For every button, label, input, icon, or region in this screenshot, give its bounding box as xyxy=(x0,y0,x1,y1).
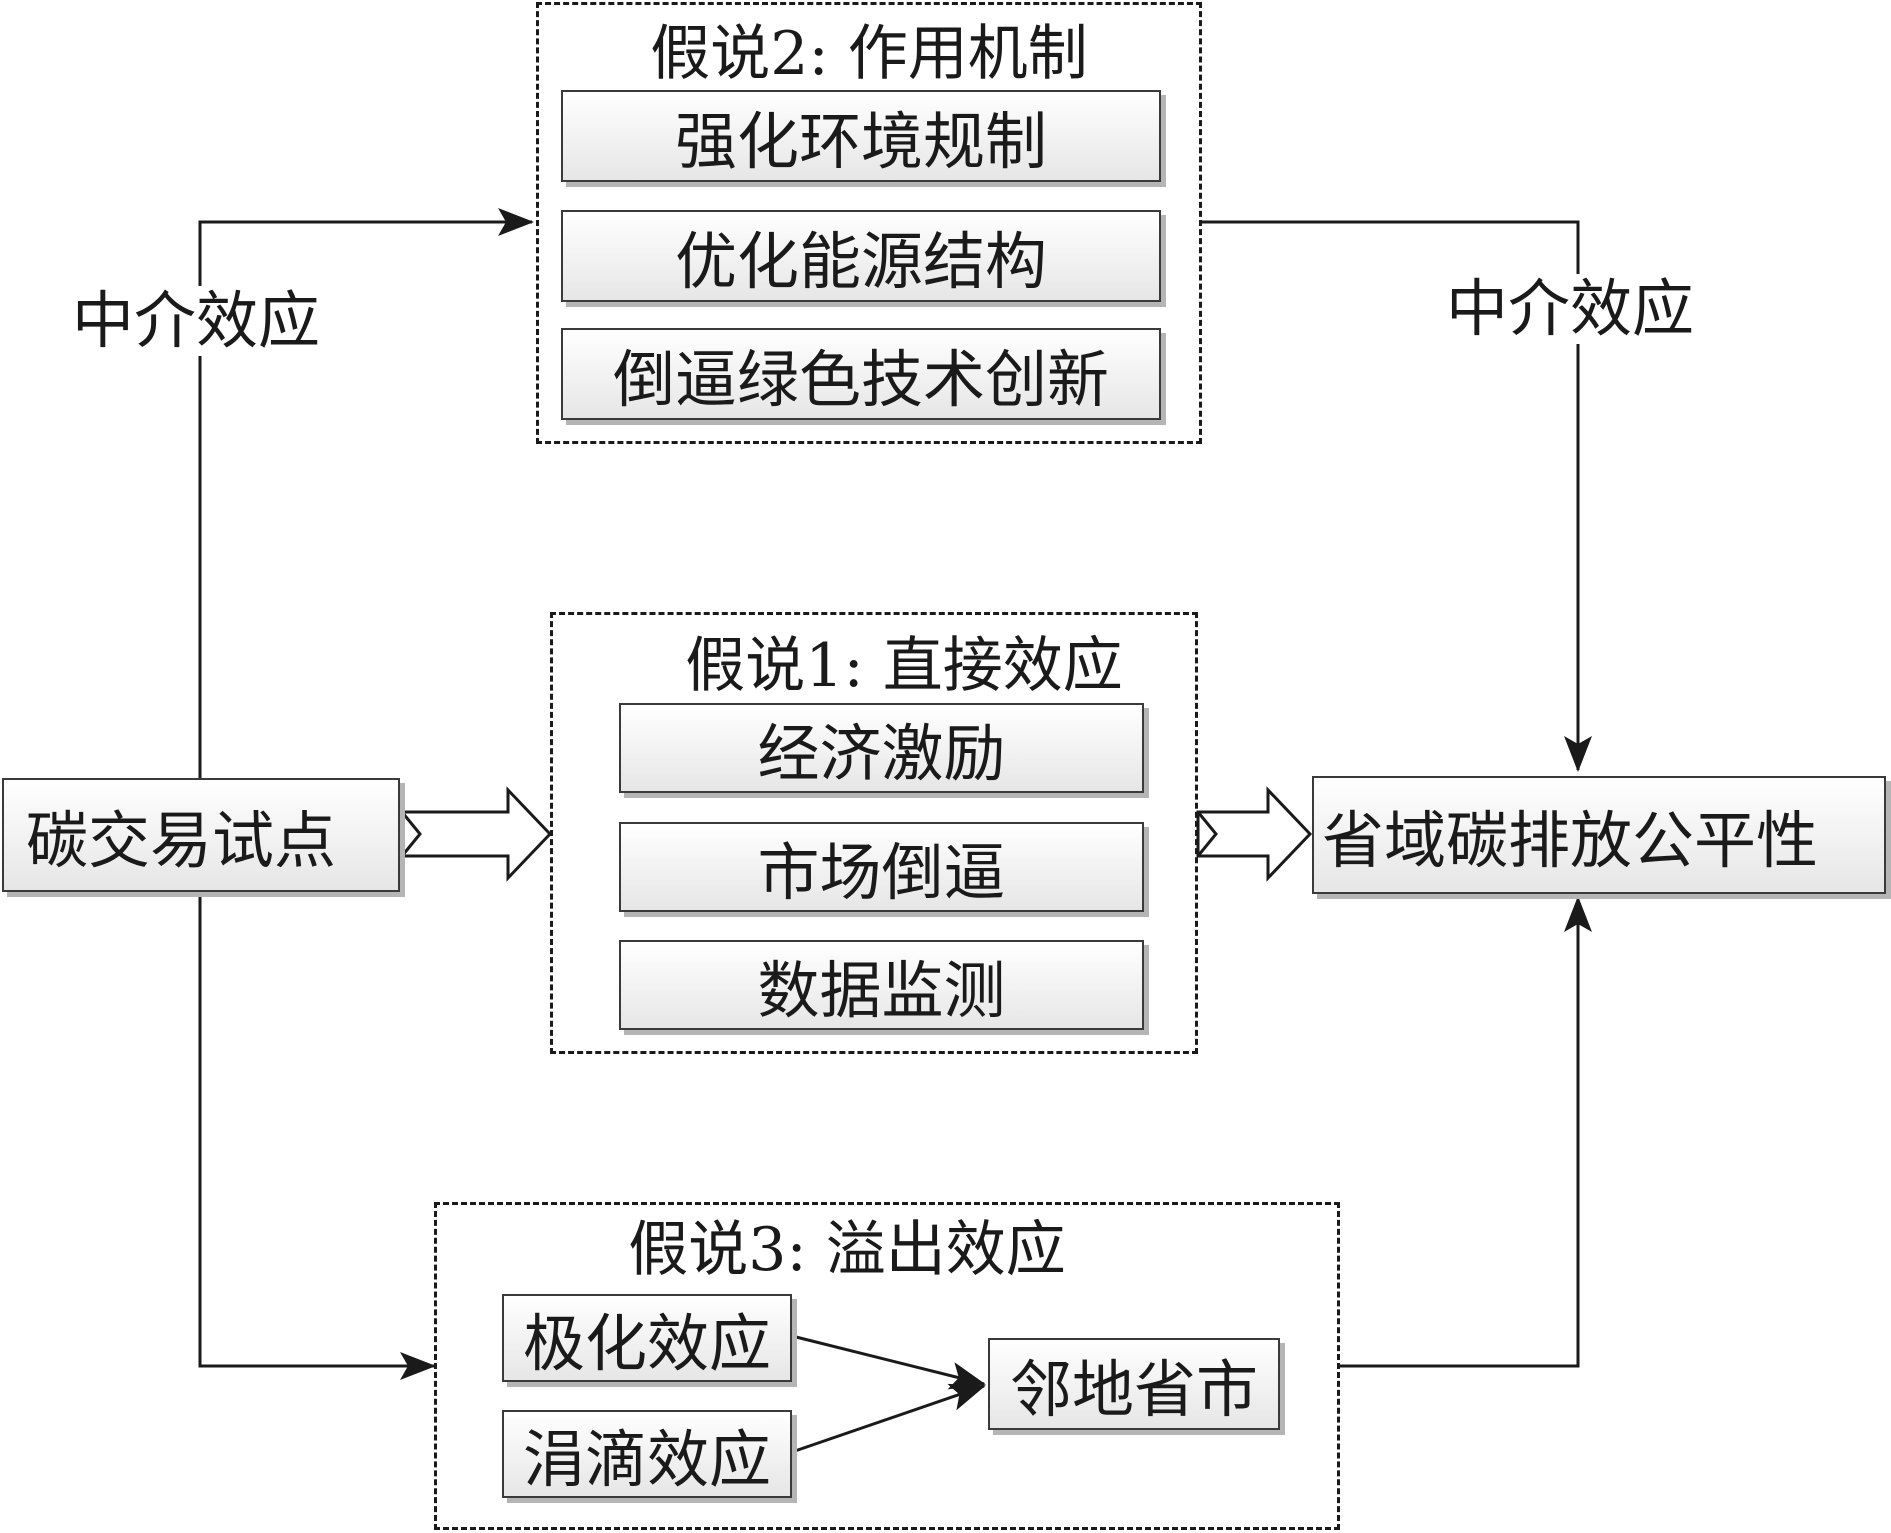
mechanism-item-green-innovation: 倒逼绿色技术创新 xyxy=(561,328,1161,420)
edge-trickle-to-neighbour xyxy=(791,1383,986,1454)
block-arrow-source-to-direct xyxy=(400,786,553,882)
edge-label-left-mediation: 中介效应 xyxy=(68,286,325,356)
node-provincial-carbon-equity: 省域碳排放公平性 xyxy=(1312,776,1886,894)
edge-source-to-spillover xyxy=(198,892,436,1380)
edge-polarization-to-neighbour xyxy=(791,1334,986,1390)
edge-label-right-mediation: 中介效应 xyxy=(1442,274,1699,344)
block-arrow-direct-notch xyxy=(1196,811,1218,857)
group-spillover: 假说3: 溢出效应 xyxy=(434,1202,1340,1530)
spillover-polarization-effect: 极化效应 xyxy=(502,1294,792,1382)
direct-item-data-monitoring: 数据监测 xyxy=(619,940,1144,1030)
spillover-neighbour-provinces: 邻地省市 xyxy=(988,1338,1280,1430)
mechanism-item-energy-structure: 优化能源结构 xyxy=(561,210,1161,302)
spillover-trickle-down-effect: 涓滴效应 xyxy=(502,1410,792,1498)
group-mechanism: 假说2: 作用机制 xyxy=(536,2,1202,444)
group-direct: 假说1: 直接效应 xyxy=(550,612,1198,1054)
node-carbon-trading-pilot: 碳交易试点 xyxy=(2,778,400,892)
group-spillover-title: 假说3: 溢出效应 xyxy=(628,1215,1066,1285)
edge-spillover-to-outcome xyxy=(1340,896,1592,1368)
edge-mechanism-to-outcome xyxy=(1202,220,1592,772)
mechanism-item-environmental-regulation: 强化环境规制 xyxy=(561,90,1161,182)
direct-item-market-pressure: 市场倒逼 xyxy=(619,822,1144,912)
group-direct-title: 假说1: 直接效应 xyxy=(685,631,1123,701)
edge-source-to-mechanism xyxy=(198,208,534,778)
group-mechanism-title: 假说2: 作用机制 xyxy=(650,19,1088,89)
block-arrow-direct-to-outcome xyxy=(1196,786,1313,882)
direct-item-economic-incentive: 经济激励 xyxy=(619,703,1144,793)
block-arrow-source-notch xyxy=(400,811,422,857)
